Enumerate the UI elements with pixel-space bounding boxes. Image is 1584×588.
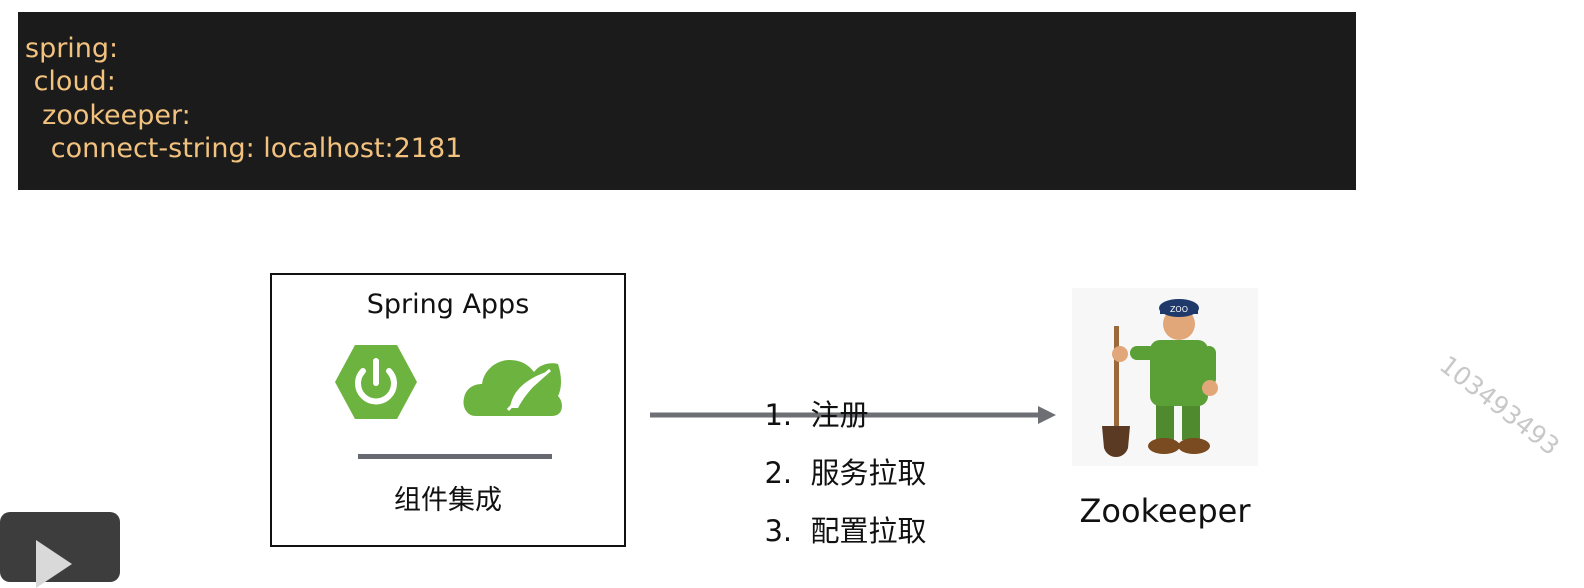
- watermark: 103493493: [1434, 350, 1565, 461]
- code-line: cloud:: [25, 66, 116, 97]
- step-item: 2. 服务拉取: [746, 416, 926, 492]
- step-label: 注册: [810, 398, 869, 432]
- spring-boot-icon: [335, 345, 417, 419]
- arrow: [650, 406, 1056, 424]
- zookeeper-mascot-image: ZOO: [1072, 288, 1258, 466]
- divider: [358, 454, 552, 459]
- step-number: 3.: [764, 514, 793, 548]
- spring-apps-box: Spring Apps: [270, 273, 626, 547]
- apps-caption: 组件集成: [394, 485, 502, 516]
- step-item: 1. 注册: [746, 358, 868, 434]
- code-block: spring: cloud: zookeeper: connect-string…: [18, 12, 1356, 190]
- code-line: spring:: [25, 33, 119, 64]
- step-label: 配置拉取: [810, 514, 927, 548]
- step-number: 1.: [764, 398, 793, 432]
- mascot-cap-text: ZOO: [1170, 305, 1188, 314]
- zookeeper-label: Zookeeper: [1079, 492, 1251, 530]
- code-line: connect-string: localhost:2181: [25, 133, 463, 164]
- spring-apps-title: Spring Apps: [366, 289, 530, 320]
- play-icon: [36, 540, 72, 588]
- step-label: 服务拉取: [810, 456, 927, 490]
- code-line: zookeeper:: [25, 100, 191, 131]
- play-button[interactable]: [0, 512, 120, 588]
- spring-cloud-icon: [463, 360, 562, 416]
- step-item: 3. 配置拉取: [746, 474, 926, 550]
- step-number: 2.: [764, 456, 793, 490]
